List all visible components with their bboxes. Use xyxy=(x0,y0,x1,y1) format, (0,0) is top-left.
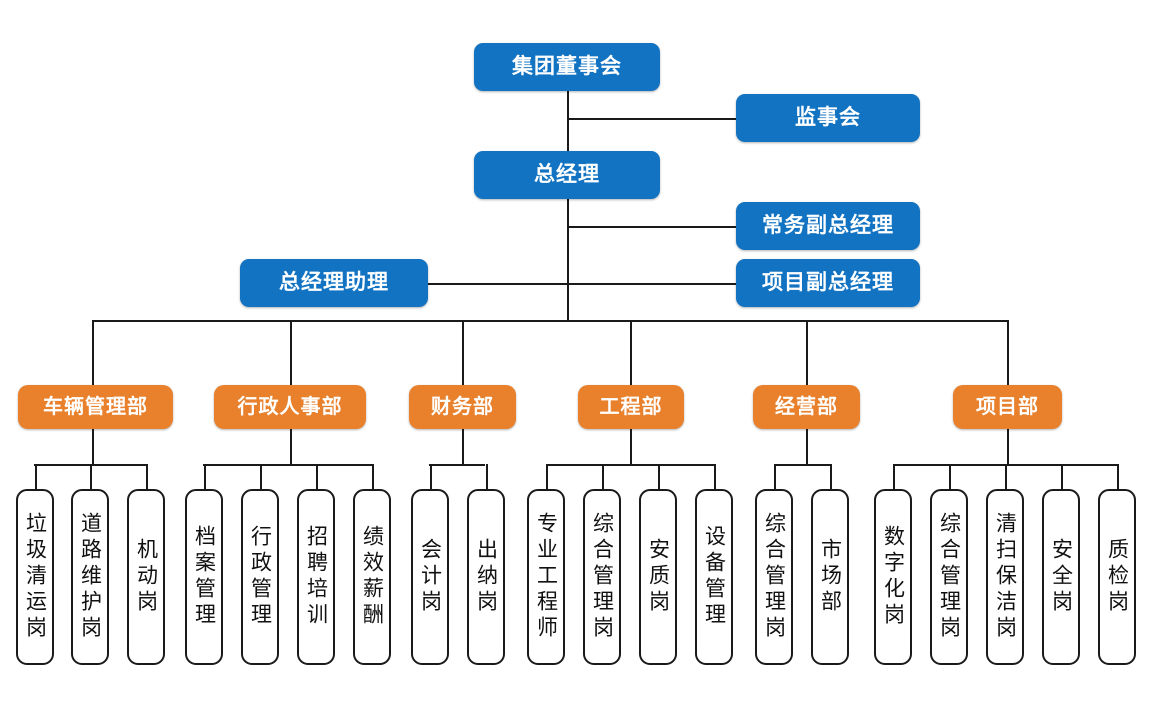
post-label: 行政管理 xyxy=(248,525,273,629)
connector-admin-hr-stem xyxy=(290,429,292,464)
post-label: 数字化岗 xyxy=(881,525,906,629)
connector-engineering-to-equipment-management xyxy=(714,464,716,489)
connector-vehicle-management-to-mobile-post xyxy=(146,464,148,489)
connector-project-deputy-branch xyxy=(428,283,736,285)
connector-operations-subbus xyxy=(774,464,830,466)
post-box-road-maintenance[interactable]: 道路维护岗 xyxy=(71,489,109,665)
post-label: 垃圾清运岗 xyxy=(23,512,48,642)
post-box-garbage-removal[interactable]: 垃圾清运岗 xyxy=(16,489,54,665)
connector-finance-to-accounting xyxy=(430,464,432,489)
post-label: 综合管理岗 xyxy=(590,512,615,642)
connector-operations-stem xyxy=(806,429,808,464)
connector-project-to-quality-inspection xyxy=(1117,464,1119,489)
post-box-comprehensive-mgmt-2[interactable]: 综合管理岗 xyxy=(755,489,793,665)
connector-admin-hr-subbus xyxy=(203,464,373,466)
post-box-safety-quality[interactable]: 安质岗 xyxy=(639,489,677,665)
post-label: 安全岗 xyxy=(1049,538,1074,616)
connector-board-to-gm-stem xyxy=(567,91,569,151)
post-label: 道路维护岗 xyxy=(78,512,103,642)
connector-bus-to-project xyxy=(1007,320,1009,385)
connector-dept-bus-to-posts-gap xyxy=(567,283,569,320)
dept-node-admin-hr[interactable]: 行政人事部 xyxy=(214,385,366,429)
connector-engineering-subbus xyxy=(546,464,715,466)
connector-engineering-to-comprehensive-mgmt-1 xyxy=(602,464,604,489)
post-label: 清扫保洁岗 xyxy=(993,512,1018,642)
connector-exec-deputy-branch xyxy=(567,226,736,228)
dept-node-vehicle-management[interactable]: 车辆管理部 xyxy=(18,385,173,429)
post-box-performance-pay[interactable]: 绩效薪酬 xyxy=(353,489,391,665)
post-box-admin-management[interactable]: 行政管理 xyxy=(241,489,279,665)
exec-node-gm-assistant[interactable]: 总经理助理 xyxy=(240,259,428,307)
connector-operations-to-marketing xyxy=(830,464,832,489)
connector-vehicle-management-to-road-maintenance xyxy=(90,464,92,489)
connector-gm-down-stem xyxy=(567,199,569,320)
post-box-cashier[interactable]: 出纳岗 xyxy=(467,489,505,665)
connector-vehicle-management-to-garbage-removal xyxy=(35,464,37,489)
dept-node-operations[interactable]: 经营部 xyxy=(753,385,860,429)
post-box-recruit-training[interactable]: 招聘培训 xyxy=(297,489,335,665)
post-box-archive-management[interactable]: 档案管理 xyxy=(185,489,223,665)
post-box-marketing[interactable]: 市场部 xyxy=(811,489,849,665)
connector-bus-to-admin-hr xyxy=(290,320,292,385)
post-label: 质检岗 xyxy=(1105,538,1130,616)
connector-admin-hr-to-recruit-training xyxy=(316,464,318,489)
post-box-digitalization[interactable]: 数字化岗 xyxy=(874,489,912,665)
dept-node-finance[interactable]: 财务部 xyxy=(409,385,516,429)
post-box-quality-inspection[interactable]: 质检岗 xyxy=(1098,489,1136,665)
connector-admin-hr-to-admin-management xyxy=(260,464,262,489)
connector-admin-hr-to-archive-management xyxy=(204,464,206,489)
post-label: 市场部 xyxy=(818,538,843,616)
post-label: 招聘培训 xyxy=(304,525,329,629)
post-box-safety-post[interactable]: 安全岗 xyxy=(1042,489,1080,665)
connector-project-to-safety-post xyxy=(1061,464,1063,489)
connector-finance-subbus xyxy=(429,464,485,466)
connector-finance-to-cashier xyxy=(486,464,488,489)
connector-admin-hr-to-performance-pay xyxy=(372,464,374,489)
connector-engineering-to-safety-quality xyxy=(658,464,660,489)
post-box-accounting[interactable]: 会计岗 xyxy=(411,489,449,665)
connector-operations-to-comprehensive-mgmt-2 xyxy=(774,464,776,489)
post-box-mobile-post[interactable]: 机动岗 xyxy=(127,489,165,665)
post-label: 会计岗 xyxy=(418,538,443,616)
post-label: 档案管理 xyxy=(192,525,217,629)
main-department-bus xyxy=(92,320,1007,323)
exec-node-exec-deputy-gm[interactable]: 常务副总经理 xyxy=(736,202,920,250)
connector-engineering-to-professional-engineer xyxy=(546,464,548,489)
post-box-professional-engineer[interactable]: 专业工程师 xyxy=(527,489,565,665)
post-label: 绩效薪酬 xyxy=(360,525,385,629)
post-label: 专业工程师 xyxy=(534,512,559,642)
post-box-equipment-management[interactable]: 设备管理 xyxy=(695,489,733,665)
connector-project-to-comprehensive-mgmt-3 xyxy=(949,464,951,489)
post-box-comprehensive-mgmt-3[interactable]: 综合管理岗 xyxy=(930,489,968,665)
post-label: 安质岗 xyxy=(646,538,671,616)
exec-node-general-manager[interactable]: 总经理 xyxy=(474,151,660,199)
connector-vehicle-management-stem xyxy=(92,429,94,464)
dept-node-engineering[interactable]: 工程部 xyxy=(578,385,684,429)
dept-node-project[interactable]: 项目部 xyxy=(953,385,1062,429)
connector-finance-stem xyxy=(462,429,464,464)
post-label: 出纳岗 xyxy=(474,538,499,616)
post-box-cleaning-sanitation[interactable]: 清扫保洁岗 xyxy=(986,489,1024,665)
connector-bus-to-operations xyxy=(806,320,808,385)
connector-project-to-cleaning-sanitation xyxy=(1005,464,1007,489)
connector-supervisory-branch xyxy=(567,118,736,120)
connector-project-stem xyxy=(1007,429,1009,464)
exec-node-project-deputy-gm[interactable]: 项目副总经理 xyxy=(736,259,920,307)
exec-node-supervisory[interactable]: 监事会 xyxy=(736,94,920,142)
connector-bus-to-engineering xyxy=(630,320,632,385)
post-label: 综合管理岗 xyxy=(762,512,787,642)
connector-project-to-digitalization xyxy=(893,464,895,489)
connector-bus-to-vehicle-management xyxy=(92,320,94,385)
connector-engineering-stem xyxy=(630,429,632,464)
post-label: 设备管理 xyxy=(702,525,727,629)
exec-node-board[interactable]: 集团董事会 xyxy=(474,43,660,91)
connector-bus-to-finance xyxy=(462,320,464,385)
post-label: 机动岗 xyxy=(134,538,159,616)
post-label: 综合管理岗 xyxy=(937,512,962,642)
post-box-comprehensive-mgmt-1[interactable]: 综合管理岗 xyxy=(583,489,621,665)
